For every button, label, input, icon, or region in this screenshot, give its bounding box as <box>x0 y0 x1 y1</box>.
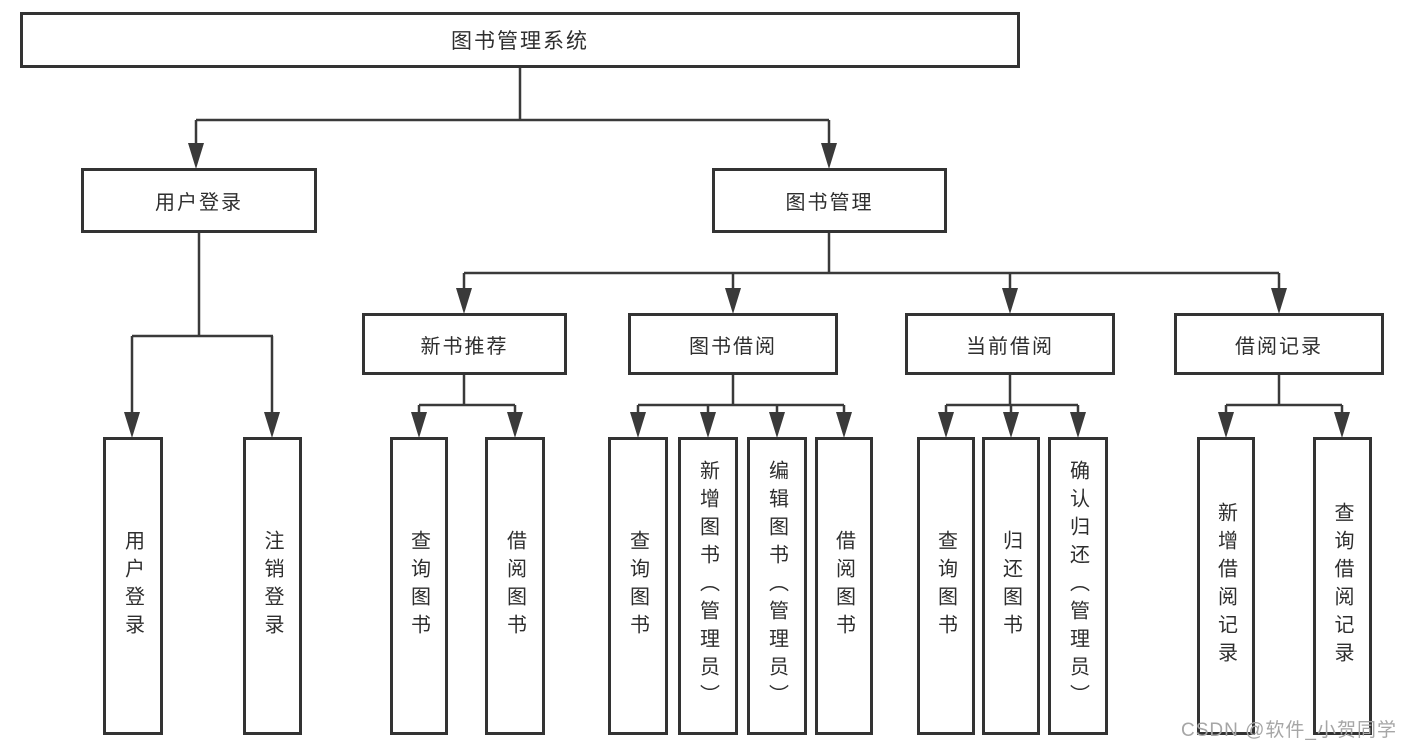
node-label: 借阅记录 <box>1235 335 1323 358</box>
leaf-query-books-borrow: 查询图书 <box>608 437 668 735</box>
leaf-borrow-books: 借阅图书 <box>815 437 873 735</box>
leaf-user-login: 用户登录 <box>103 437 163 735</box>
node-borrowing-records: 借阅记录 <box>1174 313 1384 375</box>
leaf-logout: 注销登录 <box>243 437 302 735</box>
leaf-label: 新增借阅记录 <box>1214 502 1237 670</box>
node-user-login: 用户登录 <box>81 168 317 233</box>
node-label: 图书管理 <box>785 192 874 214</box>
leaf-confirm-return-admin: 确认归还（管理员） <box>1048 437 1108 735</box>
node-label: 新书推荐 <box>420 335 509 358</box>
leaf-label: 借阅图书 <box>503 530 526 642</box>
leaf-label: 查询借阅记录 <box>1331 502 1353 670</box>
leaf-label: 确认归还（管理员） <box>1066 460 1089 712</box>
node-label: 用户登录 <box>155 192 243 214</box>
leaf-label: 编辑图书（管理员） <box>765 460 788 712</box>
node-label: 当前借阅 <box>966 335 1054 358</box>
leaf-label: 归还图书 <box>999 530 1022 642</box>
leaf-label: 查询图书 <box>626 530 649 642</box>
node-library-management-system: 图书管理系统 <box>20 12 1020 68</box>
node-label: 图书管理系统 <box>451 30 589 53</box>
node-label: 图书借阅 <box>689 335 777 358</box>
leaf-add-borrow-record: 新增借阅记录 <box>1197 437 1255 735</box>
leaf-add-books-admin: 新增图书（管理员） <box>678 437 738 735</box>
node-book-borrowing: 图书借阅 <box>628 313 838 375</box>
leaf-edit-books-admin: 编辑图书（管理员） <box>747 437 807 735</box>
watermark: CSDN @软件_小贺同学 <box>1181 720 1397 741</box>
connector-lines <box>130 68 1344 413</box>
leaf-query-borrow-record: 查询借阅记录 <box>1313 437 1372 735</box>
node-book-management: 图书管理 <box>712 168 947 233</box>
leaf-label: 用户登录 <box>121 530 144 642</box>
leaf-label: 注销登录 <box>261 530 283 642</box>
leaf-label: 借阅图书 <box>832 530 855 642</box>
leaf-label: 查询图书 <box>407 530 430 642</box>
leaf-return-books: 归还图书 <box>982 437 1040 735</box>
arrowhead-icons <box>124 143 1350 438</box>
leaf-query-books-current: 查询图书 <box>917 437 975 735</box>
leaf-label: 查询图书 <box>934 530 957 642</box>
leaf-borrow-books-recommend: 借阅图书 <box>485 437 545 735</box>
node-current-borrowing: 当前借阅 <box>905 313 1115 375</box>
leaf-query-books-recommend: 查询图书 <box>390 437 448 735</box>
leaf-label: 新增图书（管理员） <box>696 460 719 712</box>
node-new-book-recommendation: 新书推荐 <box>362 313 567 375</box>
